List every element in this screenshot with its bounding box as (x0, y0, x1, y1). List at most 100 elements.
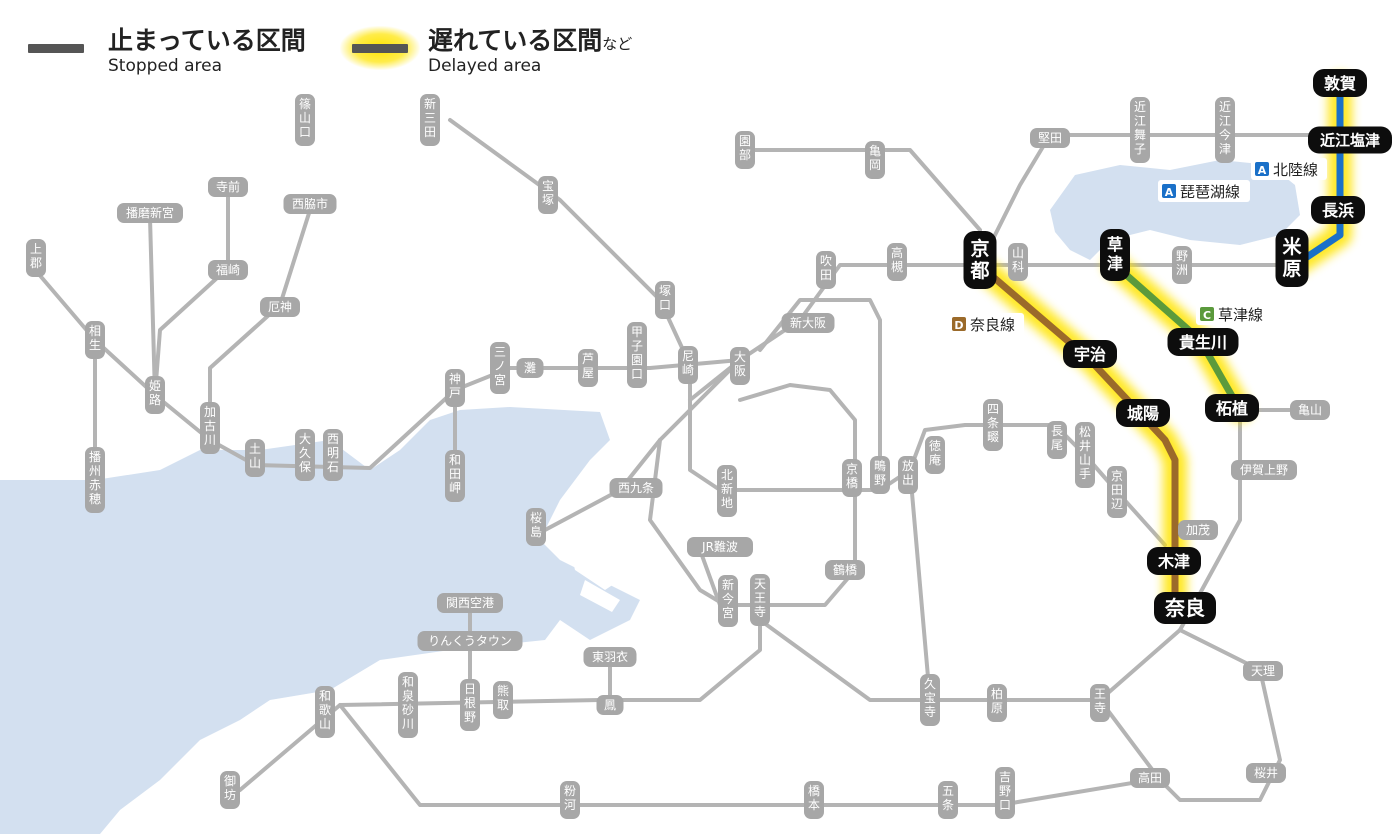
station-label-gray[interactable]: 天理 (1243, 661, 1283, 681)
station-label-gray[interactable]: 東羽衣 (583, 647, 637, 667)
station-name-char: 崎 (682, 363, 694, 377)
station-label-gray[interactable]: 高槻 (887, 243, 907, 281)
station-label-gray[interactable]: 吉野口 (995, 767, 1015, 819)
station-label-gray[interactable]: 土山 (245, 439, 265, 477)
station-label-gray[interactable]: 亀岡 (865, 141, 885, 179)
station-label-gray[interactable]: 桜井 (1246, 763, 1286, 783)
station-name-char: 口 (659, 298, 671, 312)
station-label-black[interactable]: 米原 (1275, 229, 1309, 287)
station-name-char: 橋 (846, 476, 858, 490)
station-label-gray[interactable]: 新三田 (420, 94, 440, 146)
station-name-char: 三 (494, 345, 506, 359)
station-label-gray[interactable]: 三ノ宮 (490, 342, 510, 394)
station-label-gray[interactable]: 和歌山 (315, 686, 335, 738)
station-name: 貴生川 (1179, 333, 1227, 352)
station-label-gray[interactable]: 橋本 (804, 781, 824, 819)
station-label-gray[interactable]: 鶴橋 (825, 560, 865, 580)
station-name: 新大阪 (790, 315, 826, 330)
station-label-gray[interactable]: 西明石 (323, 429, 343, 481)
station-label-gray[interactable]: 京橋 (842, 459, 862, 497)
station-label-gray[interactable]: 放出 (898, 456, 918, 494)
station-label-black[interactable]: 柘植 (1205, 394, 1259, 422)
station-label-gray[interactable]: 五条 (938, 781, 958, 819)
station-label-gray[interactable]: 吹田 (816, 251, 836, 289)
station-label-black[interactable]: 宇治 (1063, 340, 1117, 368)
station-name-char: 井 (1079, 439, 1091, 453)
station-label-black[interactable]: 京都 (963, 231, 997, 289)
station-label-gray[interactable]: 久宝寺 (920, 674, 940, 726)
line-name: 琵琶湖線 (1180, 183, 1240, 201)
station-label-gray[interactable]: 和田岬 (445, 450, 465, 502)
station-label-gray[interactable]: 天王寺 (750, 574, 770, 626)
station-label-gray[interactable]: 播磨新宮 (117, 203, 183, 223)
station-label-gray[interactable]: JR難波 (687, 537, 753, 557)
station-label-gray[interactable]: 加茂 (1178, 520, 1218, 540)
station-name-char: 穂 (89, 492, 101, 506)
station-label-black[interactable]: 城陽 (1116, 399, 1170, 427)
station-label-gray[interactable]: 粉河 (560, 781, 580, 819)
station-label-gray[interactable]: 新今宮 (718, 575, 738, 627)
station-label-gray[interactable]: 灘 (516, 358, 544, 378)
station-label-gray[interactable]: 神戸 (445, 369, 465, 407)
station-label-gray[interactable]: 京田辺 (1107, 466, 1127, 518)
station-label-gray[interactable]: 尼崎 (678, 346, 698, 384)
station-label-gray[interactable]: 厄神 (260, 297, 300, 317)
station-label-gray[interactable]: 熊取 (493, 681, 513, 719)
station-label-gray[interactable]: 宝塚 (538, 176, 558, 214)
station-label-gray[interactable]: 亀山 (1290, 400, 1330, 420)
station-label-gray[interactable]: 堅田 (1030, 128, 1070, 148)
station-label-gray[interactable]: 御坊 (220, 771, 240, 809)
station-label-black[interactable]: 奈良 (1154, 592, 1216, 624)
station-label-gray[interactable]: 北新地 (717, 465, 737, 517)
station-label-gray[interactable]: 山科 (1008, 243, 1028, 281)
station-name-char: 近 (1219, 100, 1231, 114)
station-name-char: 宝 (542, 179, 554, 193)
station-label-gray[interactable]: 芦屋 (578, 349, 598, 387)
station-label-gray[interactable]: 四条畷 (983, 399, 1003, 451)
station-label-gray[interactable]: 関西空港 (437, 593, 503, 613)
station-label-gray[interactable]: 柏原 (987, 684, 1007, 722)
station-label-gray[interactable]: 大阪 (730, 347, 750, 385)
station-label-gray[interactable]: 園部 (735, 131, 755, 169)
station-label-gray[interactable]: 大久保 (295, 429, 315, 481)
station-label-gray[interactable]: 野洲 (1172, 246, 1192, 284)
station-label-gray[interactable]: 鳳 (596, 695, 624, 715)
station-name-char: 近 (1134, 100, 1146, 114)
station-name-char: 塚 (659, 284, 671, 298)
station-label-gray[interactable]: 姫路 (145, 376, 165, 414)
station-label-black[interactable]: 木津 (1147, 547, 1201, 575)
station-label-black[interactable]: 敦賀 (1313, 69, 1367, 97)
station-label-gray[interactable]: 相生 (85, 321, 105, 359)
station-label-black[interactable]: 近江塩津 (1308, 126, 1392, 154)
station-label-black[interactable]: 長浜 (1311, 196, 1365, 224)
station-label-black[interactable]: 貴生川 (1167, 328, 1239, 356)
station-label-gray[interactable]: 鴫野 (870, 456, 890, 494)
station-label-black[interactable]: 草津 (1100, 229, 1130, 281)
station-label-gray[interactable]: 西脇市 (283, 194, 337, 214)
station-label-gray[interactable]: 桜島 (526, 508, 546, 546)
station-label-gray[interactable]: 塚口 (655, 281, 675, 319)
station-label-gray[interactable]: 加古川 (200, 402, 220, 454)
station-label-gray[interactable]: 福崎 (208, 260, 248, 280)
station-label-gray[interactable]: 王寺 (1090, 684, 1110, 722)
station-name: 奈良 (1164, 596, 1205, 620)
station-label-gray[interactable]: 徳庵 (925, 436, 945, 474)
station-label-gray[interactable]: 上郡 (26, 239, 46, 277)
station-label-gray[interactable]: 日根野 (460, 679, 480, 731)
station-label-gray[interactable]: 伊賀上野 (1231, 460, 1297, 480)
station-label-gray[interactable]: りんくうタウン (417, 631, 523, 651)
station-label-gray[interactable]: 新大阪 (781, 313, 835, 333)
station-label-gray[interactable]: 長尾 (1047, 421, 1067, 459)
station-label-gray[interactable]: 西九条 (609, 478, 663, 498)
station-label-gray[interactable]: 高田 (1130, 768, 1170, 788)
station-name-char: 京 (1111, 469, 1123, 483)
station-label-gray[interactable]: 寺前 (208, 177, 248, 197)
station-label-gray[interactable]: 篠山口 (295, 94, 315, 146)
